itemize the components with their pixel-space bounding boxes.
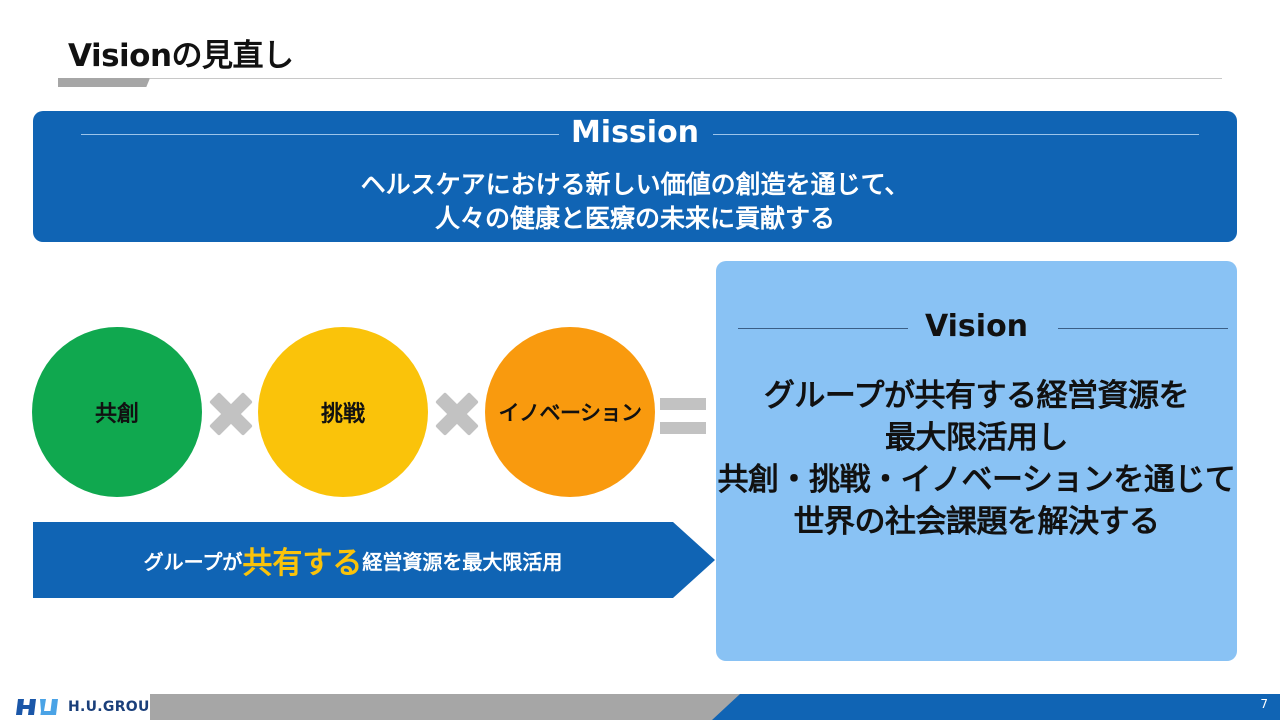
hu-logo-icon — [16, 699, 58, 715]
arrow-text-highlight: 共有する — [242, 546, 363, 581]
vision-line-3: 共創・挑戦・イノベーションを通じて — [717, 462, 1236, 498]
title-accent-bar — [58, 78, 150, 87]
footer-blue-band — [712, 694, 1280, 720]
mission-rule-left — [81, 134, 561, 135]
mission-line-2: 人々の健康と医療の未来に貢献する — [434, 204, 835, 233]
resource-arrow: グループが 共有する 経営資源を最大限活用 — [33, 522, 715, 598]
vision-rule-right — [1058, 328, 1228, 329]
equals-bar-bottom — [660, 422, 706, 434]
company-logo: H.U.GROUP — [14, 696, 160, 718]
equals-bar-top — [660, 398, 706, 410]
vision-statement: グループが共有する経営資源を 最大限活用し 共創・挑戦・イノベーションを通じて … — [716, 375, 1237, 543]
mission-rule-right — [713, 134, 1199, 135]
vision-rule-left — [738, 328, 908, 329]
vision-box: Vision グループが共有する経営資源を 最大限活用し 共創・挑戦・イノベーシ… — [716, 261, 1237, 661]
vision-heading: Vision — [924, 309, 1029, 344]
circle-kyoso: 共創 — [32, 327, 202, 497]
equals-icon — [660, 398, 706, 436]
resource-arrow-text: グループが 共有する 経営資源を最大限活用 — [33, 522, 673, 598]
mission-line-1: ヘルスケアにおける新しい価値の創造を通じて、 — [360, 170, 910, 199]
mission-box: Mission ヘルスケアにおける新しい価値の創造を通じて、 人々の健康と医療の… — [33, 111, 1237, 242]
vision-line-1: グループが共有する経営資源を — [763, 378, 1190, 414]
arrow-text-prefix: グループが — [143, 549, 243, 574]
mission-heading-text: Mission — [558, 115, 712, 150]
footer-gray-band — [150, 694, 740, 720]
vision-line-2: 最大限活用し — [885, 420, 1069, 456]
title-rule — [150, 78, 1222, 79]
times-icon — [435, 392, 479, 436]
arrow-text-suffix: 経営資源を最大限活用 — [362, 549, 563, 574]
mission-statement: ヘルスケアにおける新しい価値の創造を通じて、 人々の健康と医療の未来に貢献する — [33, 168, 1237, 236]
circle-chosen: 挑戦 — [258, 327, 428, 497]
logo-text: H.U.GROUP — [68, 699, 161, 715]
mission-heading: Mission — [33, 115, 1237, 150]
vision-line-4: 世界の社会課題を解決する — [793, 504, 1161, 540]
page-number: 7 — [1260, 697, 1268, 711]
circle-innovation: イノベーション — [485, 327, 655, 497]
times-icon — [209, 392, 253, 436]
slide-title: Visionの見直し — [68, 38, 294, 74]
